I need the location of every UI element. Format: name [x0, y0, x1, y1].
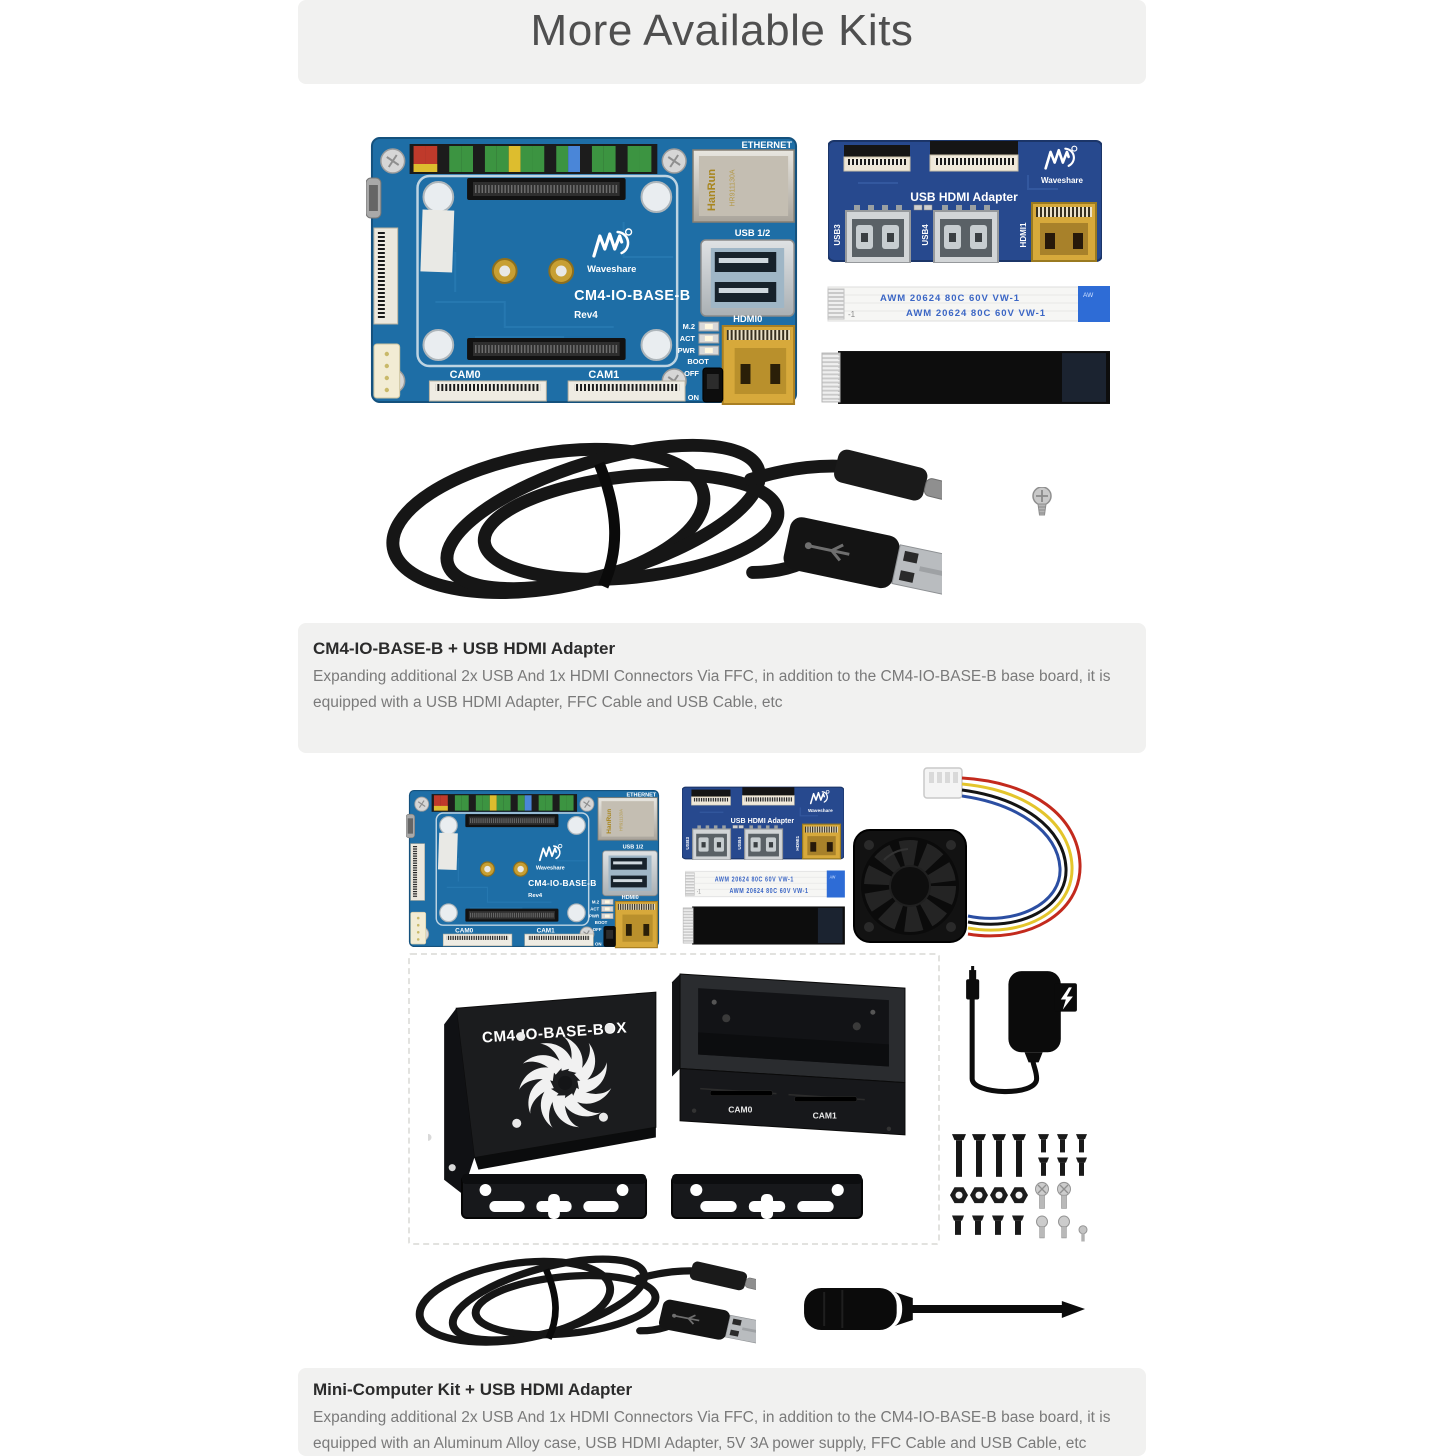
kit1-heading: CM4-IO-BASE-B + USB HDMI Adapter [313, 639, 616, 658]
screwdriver-photo [803, 1286, 1085, 1332]
usb-cable-photo [364, 422, 942, 610]
case-bottom-photo [671, 973, 906, 1136]
usb-hdmi-adapter-small-photo [682, 786, 844, 860]
mounting-bracket-left-photo [460, 1173, 648, 1220]
usb-hdmi-adapter-board-photo [828, 139, 1102, 263]
screw-photo [1032, 487, 1052, 516]
white-ffc-cable-small-photo [685, 870, 846, 898]
kit2-heading: Mini-Computer Kit + USB HDMI Adapter [313, 1380, 633, 1399]
kit1-text-band: CM4-IO-BASE-B + USB HDMI Adapter Expandi… [298, 623, 1146, 753]
white-ffc-cable-photo [827, 285, 1111, 323]
screws-set-photo [949, 1133, 1088, 1242]
power-supply-photo [952, 965, 1088, 1107]
black-ffc-cable-small-photo [682, 906, 846, 945]
mounting-bracket-right-photo [671, 1172, 863, 1221]
page-title: More Available Kits [530, 6, 914, 55]
cooling-fan-photo [840, 764, 1100, 964]
kit1-description: Expanding additional 2x USB And 1x HDMI … [313, 668, 1111, 711]
usb-cable-small-photo [402, 1246, 756, 1352]
cm4-io-base-b-board-small-photo [406, 787, 662, 950]
title-band: More Available Kits [298, 0, 1146, 84]
kit2-description: Expanding additional 2x USB And 1x HDMI … [313, 1409, 1111, 1452]
cm4-io-base-b-board-photo [366, 132, 802, 408]
kit2-text-band: Mini-Computer Kit + USB HDMI Adapter Exp… [298, 1368, 1146, 1456]
black-ffc-cable-photo [821, 350, 1111, 405]
